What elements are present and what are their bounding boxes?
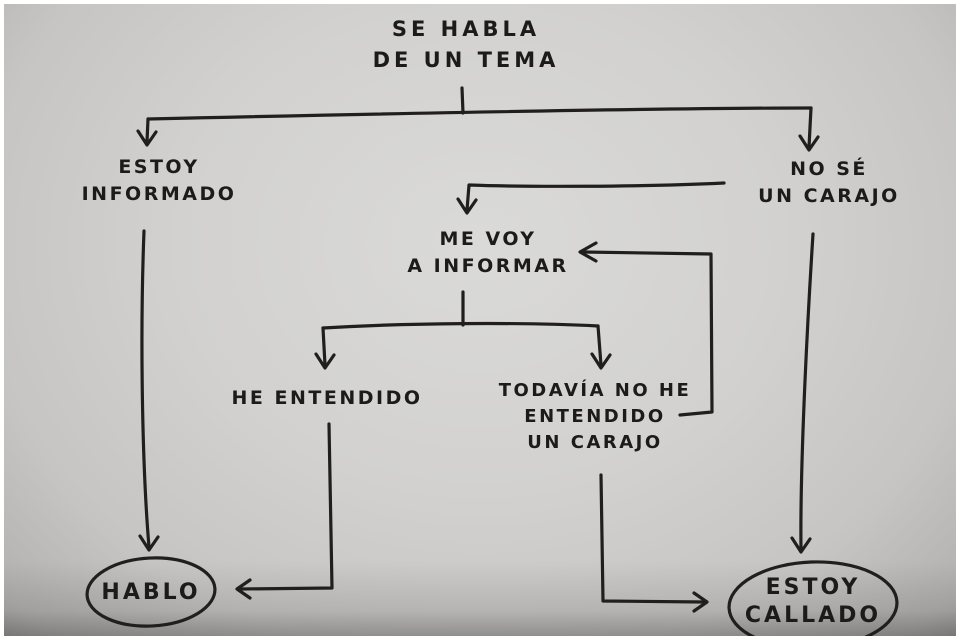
arrowhead-informed (136, 129, 158, 147)
arrowhead-clueless (798, 134, 820, 152)
node-clueless-line2: UN CARAJO (758, 185, 900, 207)
edge-to-understood (321, 326, 327, 367)
arrowhead-silent-side (692, 591, 709, 613)
edge-notunderstood-silent (599, 473, 706, 604)
edge-loop-back (581, 250, 714, 417)
arrowhead-willinform (456, 197, 478, 215)
speak-oval (85, 556, 217, 628)
node-start-line2: DE UN TEMA (372, 48, 560, 72)
node-not-understood-line1: TODAVÍA NO HE (498, 380, 692, 401)
node-not-understood-line3: UN CARAJO (527, 432, 663, 453)
edge-top-bar (146, 106, 813, 121)
node-will-inform-line1: ME VOY (439, 228, 537, 250)
node-will-inform-line2: A INFORMAR (407, 255, 569, 277)
arrowhead-understood (314, 352, 336, 370)
node-silent-line1: ESTOY (765, 575, 861, 600)
node-informed: ESTOY INFORMADO (82, 154, 237, 208)
edge-informed-speak (140, 229, 151, 549)
node-will-inform: ME VOY A INFORMAR (407, 226, 568, 280)
edge-clueless-silent (799, 232, 815, 551)
node-understood: HE ENTENDIDO (232, 385, 423, 412)
node-informed-line1: ESTOY (118, 156, 200, 178)
arrowhead-speak-top (138, 534, 160, 552)
node-not-understood: TODAVÍA NO HE ENTENDIDO UN CARAJO (499, 378, 692, 456)
connector-layer (85, 86, 899, 636)
edge-start-stem (460, 86, 465, 115)
silent-oval (727, 560, 899, 636)
edge-split-bar (321, 321, 600, 330)
paper-background: SE HABLA DE UN TEMA ESTOY INFORMADO NO S… (4, 4, 956, 636)
arrowhead-loop (578, 241, 598, 263)
node-speak: HABLO (101, 579, 200, 607)
node-start-line1: SE HABLA (391, 17, 541, 41)
edge-to-clueless (807, 106, 813, 149)
edge-clueless-willinform (465, 181, 726, 212)
node-clueless: NO SÉ UN CARAJO (758, 156, 900, 210)
node-speak-line1: HABLO (101, 580, 201, 605)
node-understood-line1: HE ENTENDIDO (231, 387, 423, 409)
arrowhead-silent-top (790, 536, 812, 554)
node-informed-line2: INFORMADO (81, 183, 237, 205)
node-clueless-line1: NO SÉ (790, 158, 868, 180)
node-silent: ESTOY CALLADO (745, 574, 881, 630)
arrowhead-speak-side (235, 578, 252, 600)
node-start: SE HABLA DE UN TEMA (373, 14, 560, 76)
arrowhead-notunderstood (590, 352, 612, 370)
edge-to-notunderstood (596, 324, 603, 367)
edge-understood-speak (238, 422, 334, 591)
edge-to-informed (145, 117, 150, 144)
node-silent-line2: CALLADO (744, 603, 882, 628)
node-not-understood-line2: ENTENDIDO (524, 406, 666, 427)
